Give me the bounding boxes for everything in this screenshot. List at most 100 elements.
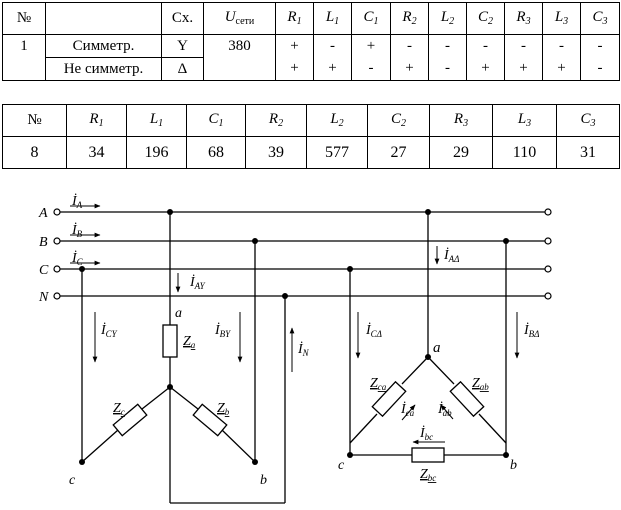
junction-dot [347,452,353,458]
header-cell: № [2,104,67,137]
wire [81,429,119,463]
impedance-label: Zb [217,401,230,417]
impedance-label: Zc [113,401,125,417]
value-cell: 29 [429,136,493,169]
terminal-icon [544,237,552,245]
value-cell: + [351,34,391,58]
junction-dot [347,266,353,272]
current-label: İbc [419,425,433,442]
junction-dot [252,459,258,465]
line-label-c: C [39,263,49,278]
terminal-icon [544,265,552,273]
value-cell: 110 [492,136,557,169]
value-cell: + [275,34,314,58]
header-cell: L1 [126,104,187,137]
resistor-zb [192,403,228,437]
node-label: b [510,458,517,473]
value-cell: 27 [367,136,430,169]
value-cell: - [542,34,581,58]
wire [221,429,256,463]
impedance-label: Za [183,334,196,350]
terminal-icon [544,208,552,216]
table-row: 8 34 196 68 39 577 27 29 110 31 [2,136,620,169]
header-cell: R2 [390,2,429,35]
value-cell: - [428,34,467,58]
current-label: İab [437,401,452,418]
row-number: 1 [2,34,46,58]
line-label-b: B [39,235,48,250]
line-label-n: N [38,290,49,305]
voltage-cell: 380 [203,34,276,58]
value-cell: + [542,57,581,81]
junction-dot [425,354,431,360]
node-label: b [260,473,267,488]
header-cell: L3 [492,104,557,137]
current-label: İCY [100,322,118,339]
node-label: a [175,306,182,321]
wire [478,413,507,444]
current-label: İC [71,250,84,267]
terminal-icon [53,265,61,273]
header-cell: R3 [504,2,543,35]
current-label: İAY [189,274,206,291]
value-cell: - [351,57,391,81]
header-cell: L1 [313,2,352,35]
header-cell: C2 [466,2,505,35]
impedance-label: Zab [472,376,489,392]
current-label: İCΔ [365,322,382,339]
header-cell: № [2,2,46,35]
value-cell: 577 [306,136,368,169]
current-label: İBY [214,322,231,339]
junction-dot [425,209,431,215]
header-cell [45,2,162,35]
mode-cell: Не симметр. [45,57,162,81]
header-cell: R2 [245,104,307,137]
resistor-zc [112,403,148,437]
scheme-cell: Δ [161,57,204,81]
header-cell: Сх. [161,2,204,35]
terminal-icon [53,237,61,245]
impedance-label: Zbc [420,467,436,483]
value-cell: 34 [66,136,127,169]
value-cell: - [390,34,429,58]
current-label: İca [400,401,415,418]
terminal-icon [544,292,552,300]
value-cell: + [390,57,429,81]
header-cell: R3 [429,104,493,137]
value-cell: 31 [556,136,620,169]
value-cell: 8 [2,136,67,169]
node-label: a [433,340,441,356]
terminal-icon [53,208,61,216]
value-cell: + [313,57,352,81]
header-cell: Uсети [203,2,276,35]
junction-dot [79,266,85,272]
header-cell: C2 [367,104,430,137]
header-cell: C1 [186,104,246,137]
junction-dot [503,238,509,244]
table-row: Не симметр. Δ + + - + - + + + - [2,57,620,81]
value-cell: 196 [126,136,187,169]
value-cell: + [504,57,543,81]
table-header-row: № R1 L1 C1 R2 L2 C2 R3 L3 C3 [2,104,620,137]
value-cell: - [428,57,467,81]
value-cell: - [580,57,620,81]
value-cell: - [313,34,352,58]
circuit-diagram: A B C N İA İB İC İAY İCY İBY İN İAΔ İCΔ … [38,193,552,504]
header-cell: C3 [580,2,620,35]
junction-dot [282,293,288,299]
header-cell: L2 [306,104,368,137]
resistor-za [162,324,178,358]
header-cell: L2 [428,2,467,35]
table-row: 1 Симметр. Y 380 + - + - - - - - - [2,34,620,58]
value-cell: - [580,34,620,58]
node-label: c [338,458,345,473]
value-cell: + [466,57,505,81]
header-cell: R1 [66,104,127,137]
wire [427,356,455,385]
mode-cell: Симметр. [45,34,162,58]
resistor-zca [371,380,407,418]
wire [349,413,378,444]
wire [141,386,171,410]
current-arrow [440,404,454,420]
scheme-cell: Y [161,34,204,58]
